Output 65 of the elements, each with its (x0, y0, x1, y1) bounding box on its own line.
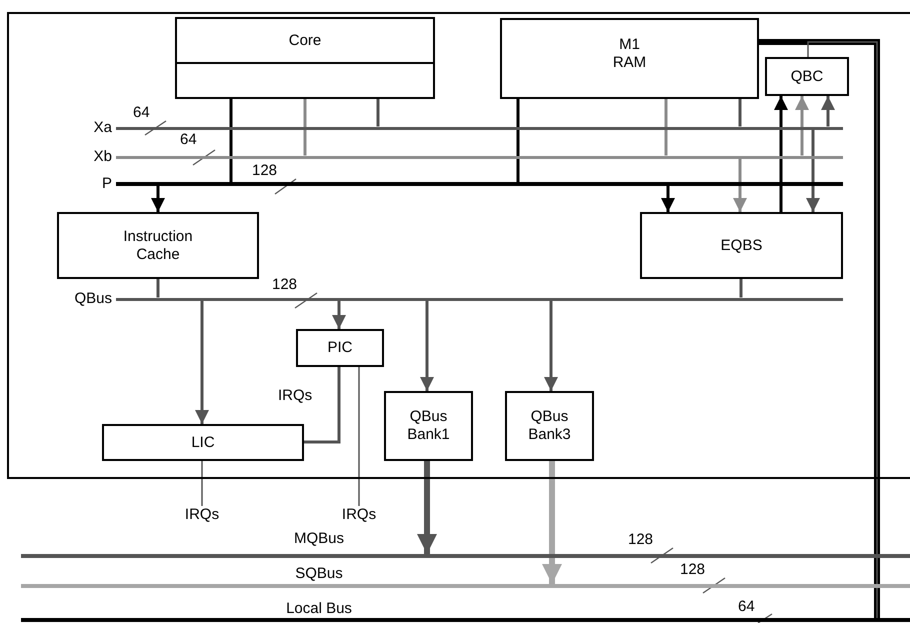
block-box (57, 212, 259, 279)
core-block-box (175, 17, 435, 99)
block-label: QBC (790, 68, 824, 86)
block-box (500, 18, 759, 99)
bus-label: P (100, 175, 113, 193)
arrow (151, 186, 165, 212)
block-box (765, 57, 849, 96)
block-box (505, 391, 594, 461)
connector-line (516, 99, 520, 182)
signal-label: IRQs (340, 506, 378, 524)
bus-label: MQBus (294, 530, 344, 548)
bus-width-label: 128 (252, 162, 278, 180)
arrow (795, 96, 809, 156)
bus-width-label: 128 (680, 561, 706, 579)
arrow (195, 300, 209, 424)
edge-label: IRQs (278, 387, 312, 405)
arrow (420, 300, 434, 391)
block-label: PIC (327, 339, 352, 357)
arrow (542, 461, 562, 584)
block-label: Instruction Cache (122, 228, 194, 264)
block-box (640, 212, 843, 279)
connector-line (230, 97, 232, 182)
bus-width-label: 64 (180, 131, 197, 149)
arrow (544, 300, 558, 391)
arrow (774, 96, 788, 212)
block-label: QBus Bank1 (406, 408, 451, 444)
block-label: EQBS (720, 236, 762, 254)
bus-width-label: 128 (272, 276, 298, 294)
bus (21, 600, 910, 622)
bus-width-label: 64 (133, 104, 150, 122)
connector-line (740, 279, 742, 298)
block-box (384, 391, 473, 461)
bus-label: Xb (92, 148, 113, 166)
bus-width-label: 64 (738, 598, 755, 616)
connector-line (304, 97, 306, 156)
block-label: LIC (191, 434, 215, 452)
arrow (661, 186, 675, 212)
connector-line (376, 97, 380, 126)
bus-label: QBus (73, 290, 113, 308)
arrow (417, 461, 437, 554)
block-box (296, 329, 384, 367)
bus-label: SQBus (295, 565, 343, 583)
connector-line (759, 39, 880, 618)
bus (21, 530, 910, 558)
connector-line (738, 99, 742, 126)
connector-line (156, 279, 160, 298)
bus-width-label: 128 (628, 531, 654, 549)
block-label: Core (288, 32, 322, 50)
connector-line (358, 367, 360, 506)
arrow (733, 158, 747, 212)
bus (21, 565, 910, 588)
bus-label: Local Bus (286, 600, 352, 618)
block-box (102, 424, 304, 461)
arrow (332, 300, 346, 329)
block-label: QBus Bank3 (527, 408, 572, 444)
signal-label: IRQs (183, 506, 221, 524)
connector-line (304, 367, 340, 444)
connector-line (807, 41, 878, 618)
block-label: M1 RAM (612, 36, 648, 72)
arrow (806, 130, 820, 212)
connector-line (664, 99, 668, 156)
arrow (821, 96, 835, 126)
chip-boundary-frame (7, 12, 910, 479)
connector-line (201, 461, 203, 506)
bus-label: Xa (92, 119, 113, 137)
